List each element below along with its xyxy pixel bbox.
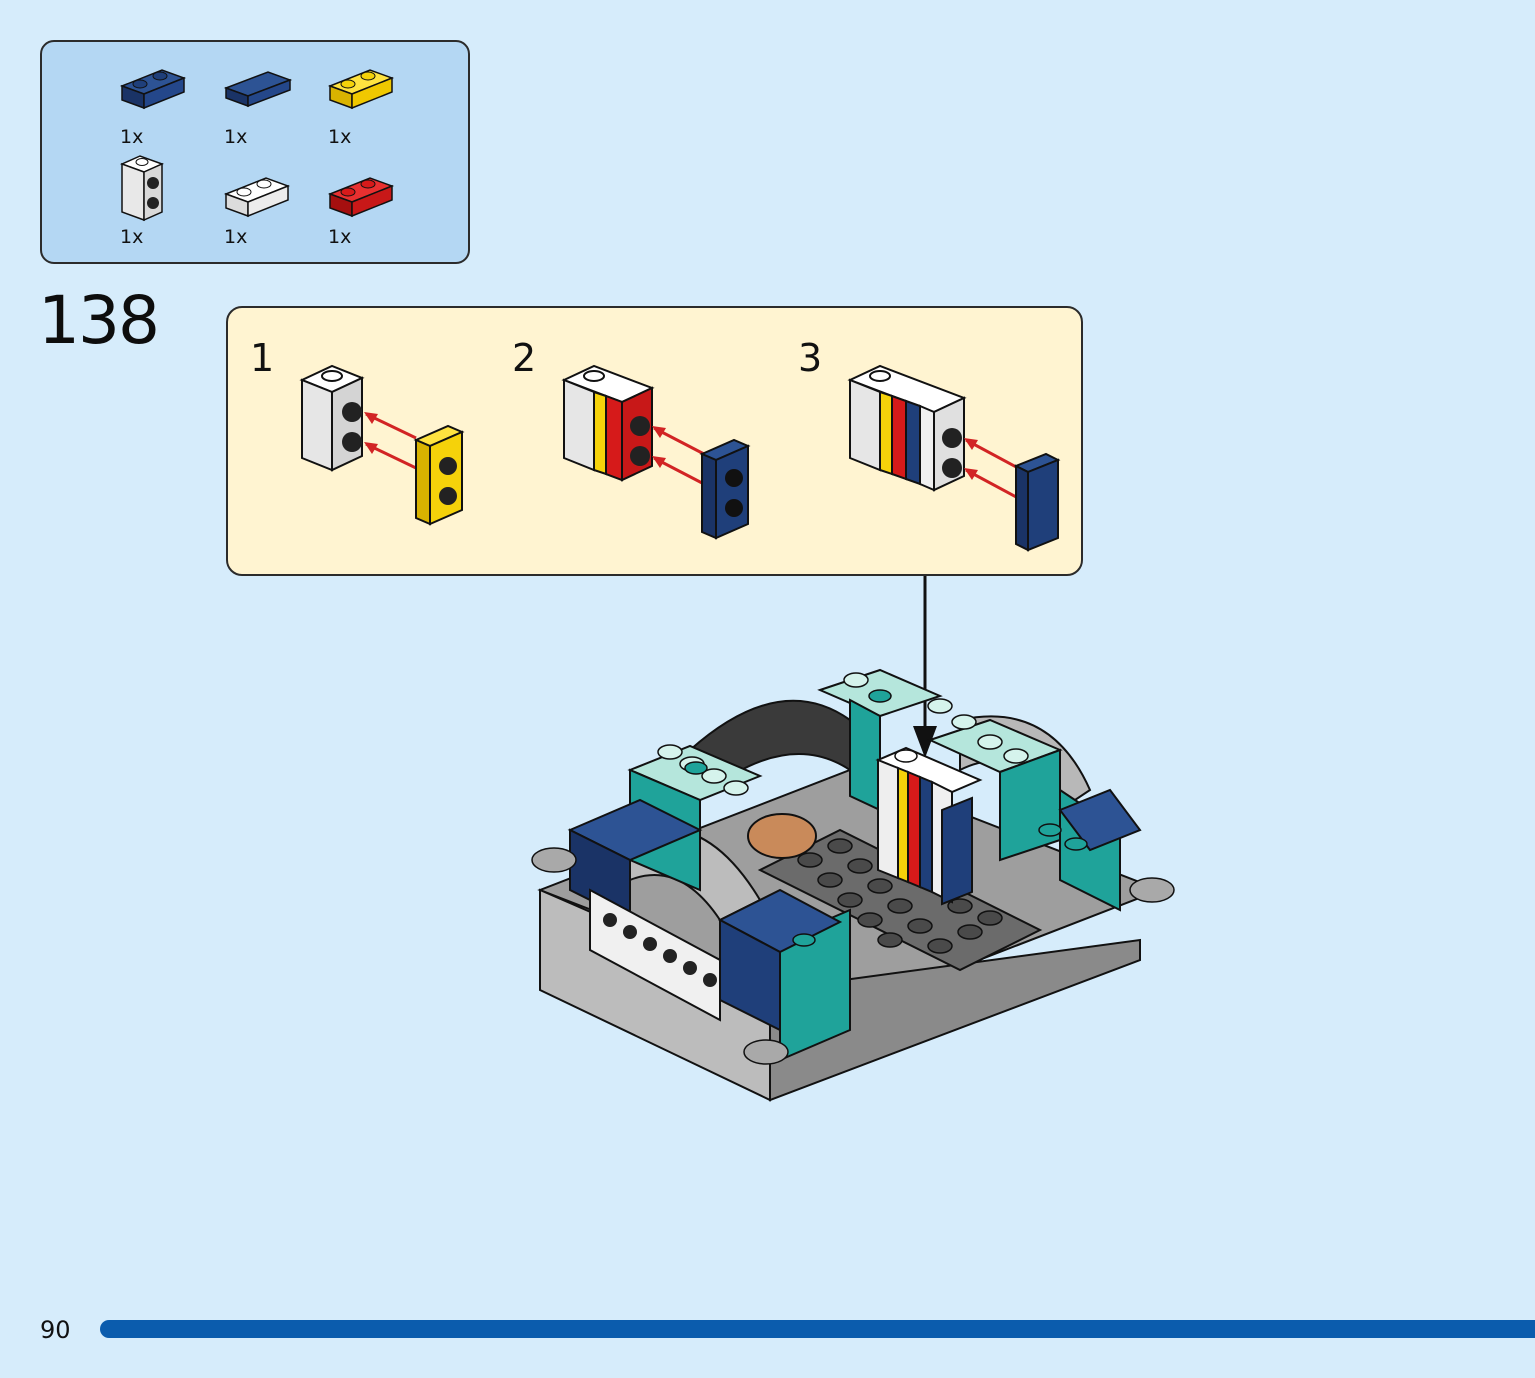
part-item: 1x — [118, 58, 208, 158]
substep-3-illustration — [847, 364, 1061, 552]
substep-1-illustration — [299, 364, 465, 526]
substep-number: 3 — [798, 336, 823, 380]
dark-blue-plate-1x2-icon — [119, 69, 187, 110]
part-item: 1x — [326, 58, 416, 158]
progress-bar — [100, 1320, 1535, 1338]
subassembly-callout: 1 2 3 — [226, 306, 1083, 576]
page-number: 90 — [40, 1316, 71, 1344]
part-qty: 1x — [224, 126, 248, 148]
part-item: 1x — [118, 150, 208, 250]
substep-number: 1 — [250, 336, 275, 380]
part-qty: 1x — [224, 226, 248, 248]
yellow-plate-1x2-icon — [327, 69, 395, 110]
part-qty: 1x — [328, 126, 352, 148]
part-item: 1x — [222, 166, 312, 266]
callout-connector-arrow — [913, 576, 937, 758]
red-plate-1x2-icon — [327, 177, 395, 218]
substep-2-illustration — [561, 364, 751, 540]
part-item: 1x — [326, 166, 416, 266]
part-qty: 1x — [120, 126, 144, 148]
substep-number: 2 — [512, 336, 537, 380]
main-model-illustration — [531, 668, 1175, 1102]
white-plate-1x2-icon — [223, 177, 291, 218]
part-qty: 1x — [328, 226, 352, 248]
parts-list: 1x 1x 1x 1x — [40, 40, 470, 264]
part-item: 1x — [222, 58, 312, 158]
dark-blue-tile-1x2-icon — [223, 71, 293, 108]
white-brick-studs-on-side-icon — [119, 155, 165, 222]
progress-fill — [100, 1320, 1535, 1338]
part-qty: 1x — [120, 226, 144, 248]
step-number: 138 — [38, 282, 160, 359]
